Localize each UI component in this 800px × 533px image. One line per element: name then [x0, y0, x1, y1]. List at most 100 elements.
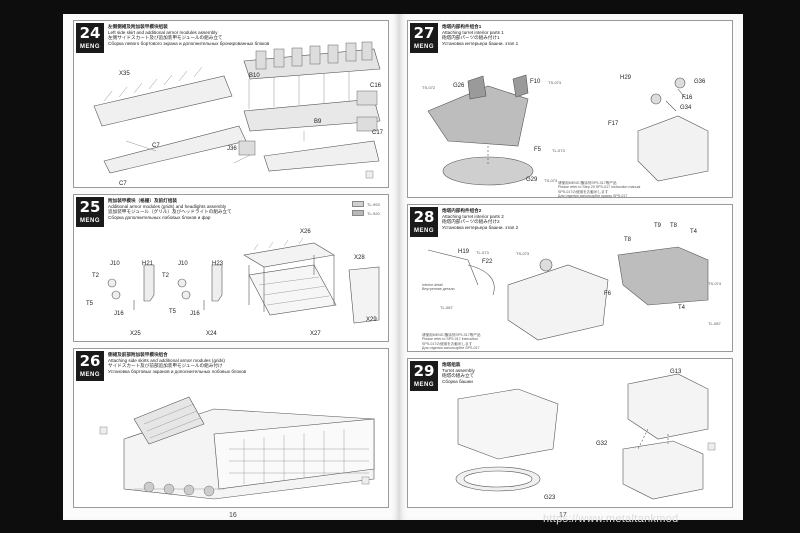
title-ru: Установка бортовых экранов и дополнитель…: [108, 368, 247, 374]
part-label: T8: [670, 223, 678, 229]
step-25-drawing: [107, 237, 380, 324]
step-title: 附加装甲模块（格栅）及前灯组装 Additional armor modules…: [108, 198, 232, 220]
part-label: J16: [114, 311, 124, 317]
step-26-drawing: [99, 396, 375, 500]
title-jp: 追加装甲モジュール（グリル）及びヘッドライトの組み立て: [108, 209, 232, 215]
step-number: 29: [413, 362, 435, 380]
brand-label: MENG: [80, 218, 100, 224]
part-label: T5: [169, 309, 177, 315]
step-title: 左侧侧裙及附加装甲模块组装 Left side skirt and additi…: [108, 24, 269, 46]
part-label: C17: [372, 130, 384, 136]
step-title: 侧裙及前部附加装甲模块组合 Attaching side skirts and …: [108, 352, 246, 374]
part-label: J36: [227, 146, 237, 152]
paint-code: TL-073: [476, 250, 489, 255]
part-label: G29: [526, 177, 538, 183]
title-en: Left side skirt and additional armor mod…: [108, 29, 218, 35]
brand-label: MENG: [80, 44, 100, 50]
part-label: H23: [212, 261, 224, 267]
part-label: H19: [458, 249, 470, 255]
part-label: G32: [596, 441, 608, 447]
paint-code: TL-073: [552, 148, 565, 153]
part-label: X28: [354, 255, 365, 261]
part-label: T4: [690, 229, 698, 235]
part-label: F10: [530, 79, 541, 85]
small-label: Interior detail: [422, 283, 443, 287]
part-label: H29: [620, 75, 632, 81]
title-ru: Установка интерьера башни. этап 2: [442, 224, 519, 230]
small-labels: Interior detail Внутренние детали: [422, 283, 454, 292]
page-number: 16: [229, 512, 237, 519]
part-label: B9: [314, 119, 322, 125]
part-label: G23: [544, 495, 556, 501]
part-label: X29: [366, 317, 377, 323]
part-label: T5: [86, 301, 94, 307]
part-label: F16: [682, 95, 693, 101]
part-label: T8: [624, 237, 632, 243]
title-jp: 左側サイドスカート及び追加装甲モジュールの組み立て: [108, 35, 223, 41]
title-zh: 炮塔内部构件组合1: [442, 24, 482, 29]
step-title: 炮塔内部构件组合1 Attaching turret interior part…: [442, 24, 518, 46]
step-number: 28: [413, 208, 435, 226]
part-label: J10: [178, 261, 188, 267]
step-title: 炮塔组装 Turret assembly 砲塔の組み立て Сборка башн…: [442, 362, 475, 384]
note-line: Please refer to SPS-017 instruction: [422, 337, 479, 342]
part-label: T2: [92, 273, 100, 279]
step-number: 24: [79, 24, 101, 42]
title-zh: 附加装甲模块（格栅）及前灯组装: [108, 198, 177, 203]
note-line: Для отделки используйте краску SPS-017: [558, 194, 628, 199]
title-jp: 砲塔の組み立て: [442, 373, 475, 379]
paint-code: TL-920: [367, 211, 380, 216]
brand-label: MENG: [414, 44, 434, 50]
title-ru: Сборка дополнительных лобовых блоков и ф…: [108, 214, 211, 220]
paint-code: TS-074: [548, 80, 562, 85]
note-line: 请使用MENG 蘸涂剂SPS-017等产品: [422, 333, 481, 337]
note-line: SPS-017の使用をお勧めします: [558, 189, 609, 194]
step-28-drawing: [427, 246, 709, 341]
step-number: 27: [413, 24, 435, 42]
title-en: Attaching turret interior parts 2: [442, 213, 504, 219]
paint-swatch: [352, 201, 364, 207]
paint-swatch: [352, 210, 364, 216]
note-line: Please refer to Step 29 SPS-017 instruct…: [558, 185, 641, 190]
part-label: C16: [370, 83, 382, 89]
part-label: F22: [482, 259, 493, 265]
part-label: X26: [300, 229, 311, 235]
title-en: Attaching side skirts and additional arm…: [108, 357, 225, 363]
paint-code: TL-087: [708, 321, 721, 326]
paint-note: 请使用MENG 蘸涂剂SPS-017等产品 Please refer to St…: [558, 181, 640, 199]
paint-code: TS-072: [422, 85, 436, 90]
paint-code: TS-073: [516, 251, 530, 256]
part-label: F6: [604, 291, 612, 297]
step-number: 25: [79, 198, 101, 216]
part-label: C7: [119, 181, 127, 187]
step-27-drawing: [427, 74, 709, 186]
note-line: 请使用MENG 蘸涂剂SPS-017等产品: [558, 181, 617, 185]
step-24-drawing: [93, 41, 381, 179]
part-label: H21: [142, 261, 154, 267]
paint-code: TS-074: [708, 281, 722, 286]
title-ru: Сборка башни: [442, 378, 473, 384]
part-label: T2: [162, 273, 170, 279]
part-label: T9: [654, 223, 662, 229]
part-label: F5: [534, 147, 542, 153]
paint-code: TL-993: [367, 202, 380, 207]
part-label: J16: [190, 311, 200, 317]
part-label: T4: [678, 305, 686, 311]
part-label: B10: [249, 73, 260, 79]
title-zh: 炮塔组装: [442, 362, 461, 367]
step-number: 26: [79, 352, 101, 370]
part-label: G34: [680, 105, 692, 111]
title-en: Attaching turret interior parts 1: [442, 29, 504, 35]
part-label: C7: [152, 143, 160, 149]
title-ru: Сборка левого бортового экрана и дополни…: [108, 40, 270, 46]
